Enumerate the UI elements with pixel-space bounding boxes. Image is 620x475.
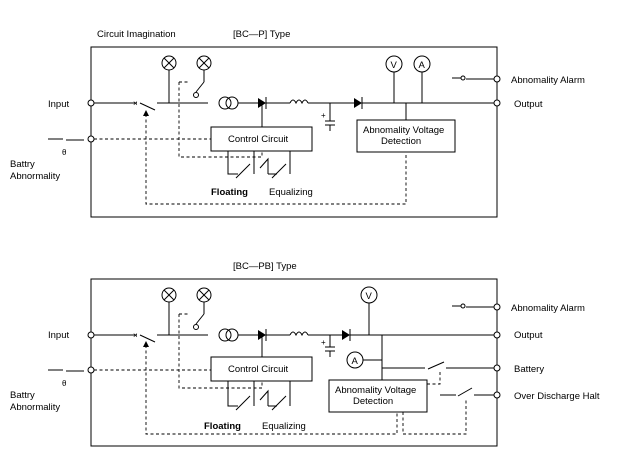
bc-pb-floating-resistor-icon (235, 395, 251, 411)
bc-pb-detection-line1: Abnomality Voltage (335, 385, 416, 396)
bc-pb-input-terminal (87, 331, 95, 339)
bc-p-lamp-icon-1 (161, 55, 177, 71)
bc-p-output-label: Output (514, 99, 543, 110)
svg-text:V: V (366, 291, 373, 302)
bc-p-input-terminal (87, 99, 95, 107)
svg-text:×: × (133, 331, 138, 340)
bc-p-equalizing-resistor-icon (271, 163, 287, 179)
bc-pb-inductor-icon (289, 331, 309, 337)
bc-p-type-title: [BC—P] Type (233, 29, 290, 40)
bc-p-input-switch (139, 102, 156, 111)
bc-p-output-terminal (493, 99, 501, 107)
bc-pb-alarm-label: Abnomality Alarm (511, 303, 585, 314)
svg-text:A: A (419, 60, 426, 71)
bc-pb-battery-abnormality-line2: Abnormality (10, 402, 60, 413)
bc-p-control-circuit-box (210, 126, 313, 152)
bc-pb-battery-terminal (493, 364, 501, 372)
bc-p-lamp-icon-2 (196, 55, 212, 71)
bc-p-ammeter-icon: A (413, 55, 431, 73)
bc-pb-detection-line2: Detection (353, 396, 393, 407)
bc-p-voltmeter-icon: V (385, 55, 403, 73)
bc-pb-capacitor-icon: + (321, 335, 335, 357)
bc-p-abnormality-detection-box (356, 119, 456, 153)
bc-pb-alarm-terminal (493, 303, 501, 311)
bc-pb-equalizing-label: Equalizing (262, 421, 306, 432)
bc-pb-control-circuit-box (210, 356, 313, 382)
bc-p-equalizing-label: Equalizing (269, 187, 313, 198)
bc-p-capacitor-icon: + (321, 103, 335, 131)
bc-pb-input-label: Input (48, 330, 69, 341)
bc-p-floating-label: Floating (211, 187, 248, 198)
svg-text:V: V (391, 60, 398, 71)
bc-pb-battery-abnormality-line1: Battry (10, 390, 35, 401)
bc-pb-output-label: Output (514, 330, 543, 341)
bc-pb-floating-label: Floating (204, 421, 241, 432)
bc-p-battery-abnormality-line1: Battry (10, 159, 35, 170)
bc-pb-voltmeter-icon: V (360, 286, 378, 304)
svg-text:+: + (321, 111, 326, 120)
bc-p-enclosure (90, 46, 498, 218)
bc-pb-battery-switch (427, 361, 445, 370)
svg-text:θ: θ (62, 379, 67, 388)
bc-p-detection-line2: Detection (381, 136, 421, 147)
bc-pb-control-circuit-label: Control Circuit (228, 364, 289, 375)
bc-p-transformer-icon (218, 96, 239, 110)
bc-pb-lamp-icon-1 (161, 287, 177, 303)
bc-p-input-label: Input (48, 99, 69, 110)
bc-pb-output-diode-icon (342, 329, 351, 341)
bc-p-battery-abnormality-terminal (87, 135, 95, 143)
svg-text:+: + (321, 338, 326, 347)
circuit-imagination-title: Circuit Imagination (97, 29, 176, 40)
bc-pb-abnormality-detection-box (328, 379, 428, 413)
bc-p-battery-abnormality-line2: Abnormality (10, 171, 60, 182)
bc-pb-ammeter-icon: A (346, 351, 364, 369)
bc-p-output-diode-icon (354, 97, 363, 109)
bc-p-detection-line1: Abnomality Voltage (363, 125, 444, 136)
bc-pb-input-switch (139, 334, 156, 343)
bc-pb-transformer-icon (218, 328, 239, 342)
bc-pb-over-discharge-terminal (493, 391, 501, 399)
bc-p-inductor-icon (289, 99, 309, 105)
bc-pb-battery-label: Battery (514, 364, 544, 375)
bc-pb-battery-abnormality-terminal (87, 366, 95, 374)
bc-p-alarm-label: Abnomality Alarm (511, 75, 585, 86)
svg-text:A: A (352, 356, 359, 367)
bc-pb-over-discharge-contact (457, 387, 473, 397)
svg-text:×: × (133, 99, 138, 108)
bc-p-floating-resistor-icon (235, 163, 251, 179)
bc-pb-type-title: [BC—PB] Type (233, 261, 297, 272)
svg-text:θ: θ (62, 148, 67, 157)
bc-p-control-circuit-label: Control Circuit (228, 134, 289, 145)
bc-pb-lamp-icon-2 (196, 287, 212, 303)
bc-pb-equalizing-resistor-icon (271, 395, 287, 411)
bc-p-alarm-terminal (493, 75, 501, 83)
bc-pb-output-terminal (493, 331, 501, 339)
bc-pb-over-discharge-label: Over Discharge Halt (514, 391, 600, 402)
bc-pb-enclosure (90, 278, 498, 447)
